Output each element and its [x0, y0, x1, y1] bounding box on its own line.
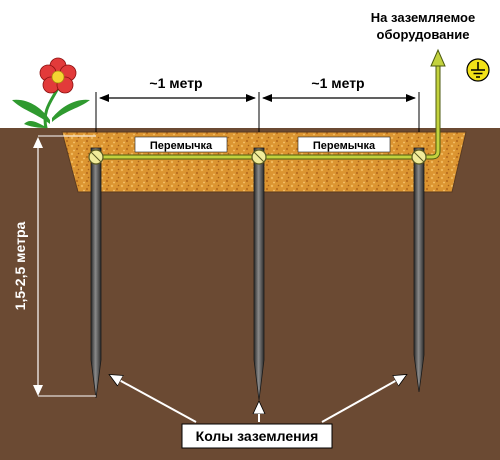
rod-left: [90, 147, 102, 399]
depth-label: 1,5-2,5 метра: [12, 221, 28, 310]
equipment-label-line1: На заземляемое: [371, 10, 475, 25]
jumper-right-box: [297, 136, 391, 153]
clamp-middle: [251, 149, 267, 165]
jumper-right-label: Перемычка: [313, 140, 376, 152]
jumper-left-label: Перемычка: [150, 140, 213, 152]
rods-label: Колы заземления: [196, 428, 319, 444]
distance-dimension-lines: [95, 92, 420, 132]
jumper-left-box: [134, 136, 228, 153]
equipment-label-line2: оборудование: [377, 27, 470, 42]
distance-left-label: ~1 метр: [149, 75, 202, 91]
conductor-wire: [100, 48, 446, 160]
rods-callout-arrows: [110, 375, 406, 423]
rods-label-box: [181, 423, 333, 449]
depth-dimension-line: [33, 135, 96, 397]
rod-middle: [253, 147, 265, 401]
clamp-left: [88, 149, 104, 165]
flower-icon: [12, 57, 90, 129]
rod-right: [413, 147, 425, 393]
ground-symbol-icon: [466, 58, 490, 82]
clamp-right: [411, 149, 427, 165]
distance-right-label: ~1 метр: [311, 75, 364, 91]
